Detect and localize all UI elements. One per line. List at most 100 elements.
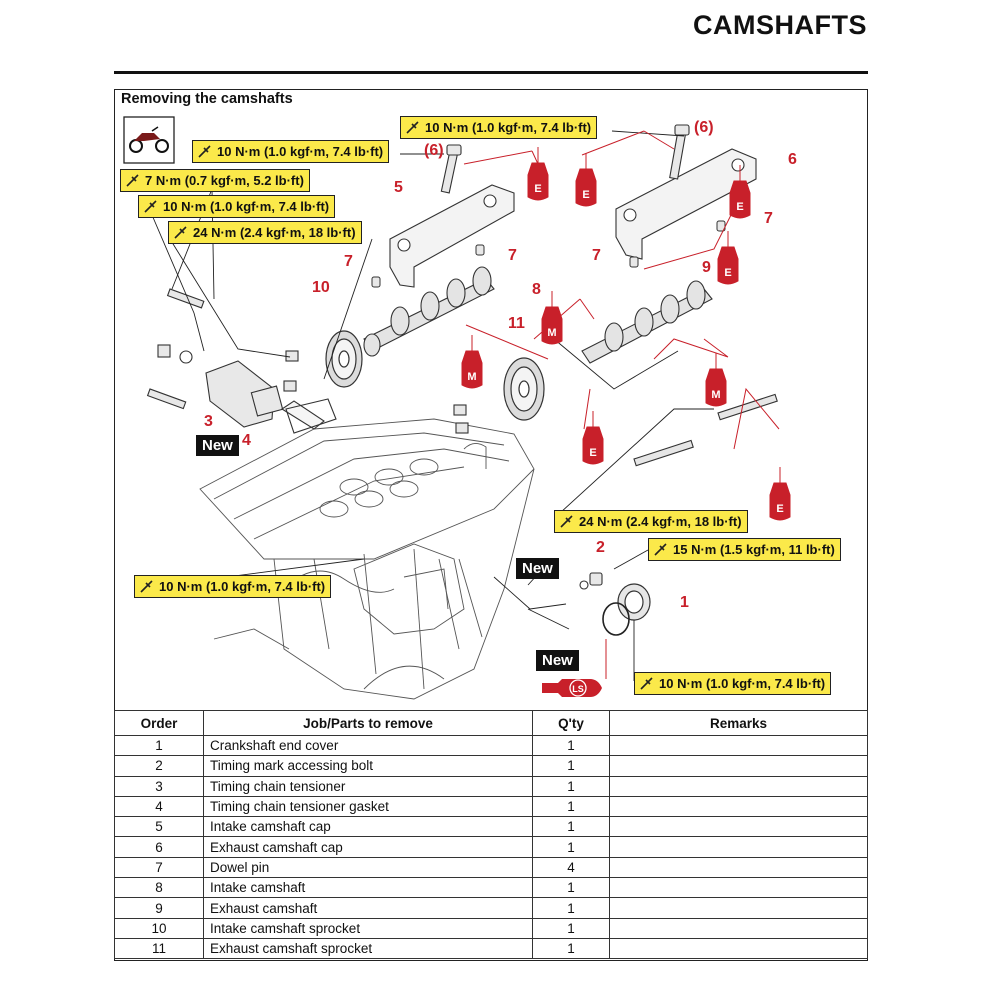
row-job: Timing chain tensioner [203, 775, 533, 797]
engine-oil-icon: E [582, 411, 604, 465]
row-job: Intake camshaft cap [203, 816, 533, 838]
callout-number: 2 [596, 539, 605, 556]
torque-label: 7 N·m (0.7 kgf·m, 5.2 lb·ft) [120, 169, 310, 192]
torque-label: 10 N·m (1.0 kgf·m, 7.4 lb·ft) [138, 195, 336, 218]
sealant-icon: LS [542, 679, 602, 697]
exhaust-cap [615, 148, 757, 260]
row-qty: 1 [532, 816, 610, 838]
wrench-icon [406, 121, 419, 134]
moly-oil-icon: M [461, 335, 483, 389]
row-remarks [609, 877, 868, 899]
engine-oil-icon: E [717, 231, 739, 285]
leader-lines-red [463, 130, 780, 679]
engine-oil-icon: E [729, 165, 751, 219]
exploded-diagram: 10 N·m (1.0 kgf·m, 7.4 lb·ft) 10 N·m (1.… [114, 89, 868, 709]
new-part-tag: New [536, 650, 579, 671]
row-job: Crankshaft end cover [203, 734, 533, 757]
callout-number: 6 [788, 151, 797, 168]
col-job: Job/Parts to remove [203, 710, 533, 736]
torque-label: 24 N·m (2.4 kgf·m, 18 lb·ft) [168, 221, 362, 244]
row-job: Timing chain tensioner gasket [203, 795, 533, 818]
svg-text:LS: LS [572, 684, 584, 694]
engine-oil-icon: E [575, 153, 597, 207]
row-order: 8 [114, 877, 204, 899]
torque-label: 24 N·m (2.4 kgf·m, 18 lb·ft) [554, 510, 748, 533]
callout-number: 7 [764, 210, 773, 227]
row-job: Exhaust camshaft [203, 897, 533, 919]
row-job: Exhaust camshaft sprocket [203, 937, 533, 960]
svg-text:E: E [589, 447, 596, 459]
row-qty: 1 [532, 897, 610, 919]
title-rule [114, 71, 868, 74]
callout-number: 9 [702, 259, 711, 276]
wrench-icon [198, 145, 211, 158]
row-order: 4 [114, 795, 204, 818]
col-qty: Q'ty [532, 710, 610, 736]
row-job: Exhaust camshaft cap [203, 836, 533, 858]
row-remarks [609, 734, 868, 757]
table-header-row: Order Job/Parts to remove Q'ty Remarks [114, 710, 868, 736]
wrench-icon [654, 543, 667, 556]
row-job: Intake camshaft sprocket [203, 917, 533, 939]
torque-label: 10 N·m (1.0 kgf·m, 7.4 lb·ft) [134, 575, 332, 598]
row-remarks [609, 795, 868, 818]
row-remarks [609, 937, 868, 960]
callout-number: 1 [680, 594, 689, 611]
callout-number: (6) [424, 142, 444, 159]
moly-oil-icon: M [541, 291, 563, 345]
row-qty: 1 [532, 917, 610, 939]
wrench-icon [174, 226, 187, 239]
row-job: Timing mark accessing bolt [203, 755, 533, 777]
callout-number: 7 [592, 247, 601, 264]
row-qty: 1 [532, 734, 610, 757]
timing-mark-bolt [579, 572, 603, 590]
row-job: Intake camshaft [203, 877, 533, 899]
svg-text:E: E [776, 503, 783, 515]
parts-table: Order Job/Parts to remove Q'ty Remarks 1… [114, 710, 868, 960]
row-order: 6 [114, 836, 204, 858]
callout-number: 5 [394, 179, 403, 196]
row-qty: 1 [532, 937, 610, 960]
tensioner-gasket [285, 398, 337, 434]
callout-number: 3 [204, 413, 213, 430]
intake-sprocket [325, 330, 363, 388]
row-remarks [609, 755, 868, 777]
engine-oil-icon: E [769, 467, 791, 521]
col-order: Order [114, 710, 204, 736]
svg-text:M: M [711, 389, 720, 401]
new-part-tag: New [516, 558, 559, 579]
svg-text:E: E [736, 201, 743, 213]
row-qty: 4 [532, 856, 610, 879]
callout-number: (6) [694, 119, 714, 136]
svg-text:M: M [467, 371, 476, 383]
row-order: 11 [114, 937, 204, 960]
page-title: CAMSHAFTS [693, 10, 867, 40]
row-qty: 1 [532, 836, 610, 858]
engine-oil-icon: E [527, 147, 549, 201]
wrench-icon [140, 580, 153, 593]
svg-text:E: E [534, 183, 541, 195]
wrench-icon [560, 515, 573, 528]
torque-label: 15 N·m (1.5 kgf·m, 11 lb·ft) [648, 538, 841, 561]
crankshaft-end-cover [617, 583, 651, 621]
section-heading: Removing the camshafts [121, 91, 293, 107]
row-remarks [609, 836, 868, 858]
tensioner [205, 360, 325, 430]
row-qty: 1 [532, 775, 610, 797]
row-job: Dowel pin [203, 856, 533, 879]
svg-text:E: E [724, 267, 731, 279]
new-part-tag: New [196, 435, 239, 456]
row-qty: 1 [532, 795, 610, 818]
row-order: 10 [114, 917, 204, 939]
callout-number: 4 [242, 432, 251, 449]
callout-number: 10 [312, 279, 330, 296]
row-remarks [609, 816, 868, 838]
row-order: 7 [114, 856, 204, 879]
